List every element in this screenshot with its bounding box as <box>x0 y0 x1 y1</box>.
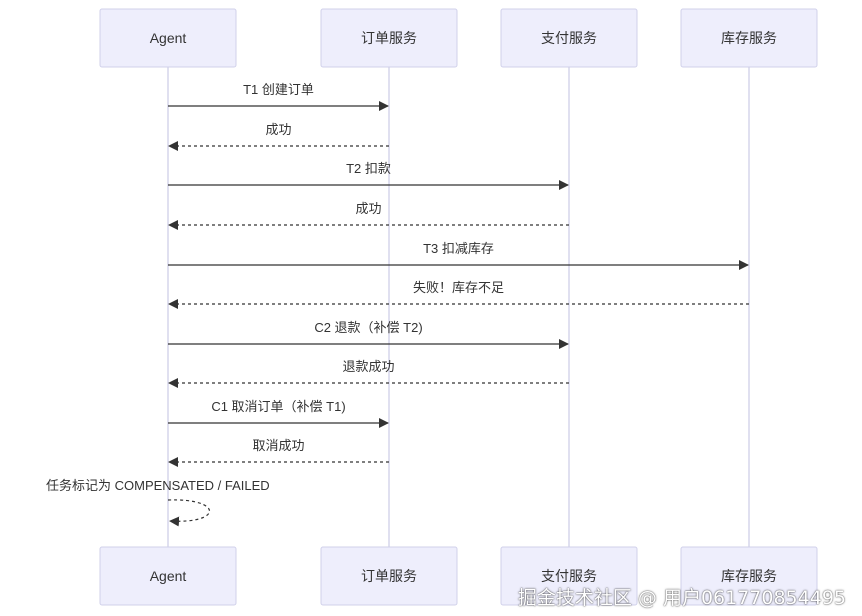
participant-box <box>99 8 237 68</box>
participant-agent-top: Agent <box>99 8 237 68</box>
participant-payment-bottom: 支付服务 <box>500 546 638 606</box>
participant-inventory-top: 库存服务 <box>680 8 818 68</box>
message-label: T3 扣减库存 <box>423 241 494 256</box>
participant-label: Agent <box>150 568 187 584</box>
message-label: 任务标记为 COMPENSATED / FAILED <box>46 478 270 493</box>
message-10: 取消成功 <box>168 438 389 467</box>
participant-label: 订单服务 <box>361 30 417 46</box>
watermark: 掘金技术社区 @ 用户061770854495 <box>517 587 846 609</box>
message-11: 任务标记为 COMPENSATED / FAILED <box>46 478 270 527</box>
participant-label: 支付服务 <box>541 30 597 46</box>
participant-order-bottom: 订单服务 <box>320 546 458 606</box>
participant-box <box>320 8 458 68</box>
message-label: T2 扣款 <box>346 161 391 176</box>
message-6: 失败！库存不足 <box>168 280 749 309</box>
message-8: 退款成功 <box>168 359 569 388</box>
participant-label: Agent <box>150 30 187 46</box>
message-7: C2 退款（补偿 T2) <box>168 320 569 349</box>
message-5: T3 扣减库存 <box>168 241 749 270</box>
participant-box <box>99 546 237 606</box>
message-2: 成功 <box>168 122 389 151</box>
participant-inventory-bottom: 库存服务 <box>680 546 818 606</box>
self-message-arrow <box>167 499 211 527</box>
participant-box <box>500 546 638 606</box>
message-label: 退款成功 <box>342 359 394 374</box>
message-label: 成功 <box>265 122 291 137</box>
participant-order-top: 订单服务 <box>320 8 458 68</box>
message-label: T1 创建订单 <box>243 82 314 97</box>
participant-payment-top: 支付服务 <box>500 8 638 68</box>
participant-box <box>680 546 818 606</box>
message-label: 失败！库存不足 <box>413 280 504 295</box>
message-label: C1 取消订单（补偿 T1) <box>211 399 345 414</box>
participant-agent-bottom: Agent <box>99 546 237 606</box>
participant-label: 库存服务 <box>721 568 777 584</box>
message-9: C1 取消订单（补偿 T1) <box>168 399 389 428</box>
participant-label: 库存服务 <box>721 30 777 46</box>
message-label: 成功 <box>355 201 381 216</box>
participant-label: 支付服务 <box>541 568 597 584</box>
message-4: 成功 <box>168 201 569 230</box>
message-1: T1 创建订单 <box>168 82 389 111</box>
participant-box <box>680 8 818 68</box>
lifelines <box>167 67 750 547</box>
participant-box <box>320 546 458 606</box>
participant-label: 订单服务 <box>361 568 417 584</box>
message-3: T2 扣款 <box>168 161 569 190</box>
message-label: C2 退款（补偿 T2) <box>314 320 422 335</box>
message-label: 取消成功 <box>252 438 304 453</box>
participants-top: Agent 订单服务 支付服务 库存服务 <box>99 8 818 68</box>
participants-bottom: Agent 订单服务 支付服务 库存服务 <box>99 546 818 606</box>
participant-box <box>500 8 638 68</box>
